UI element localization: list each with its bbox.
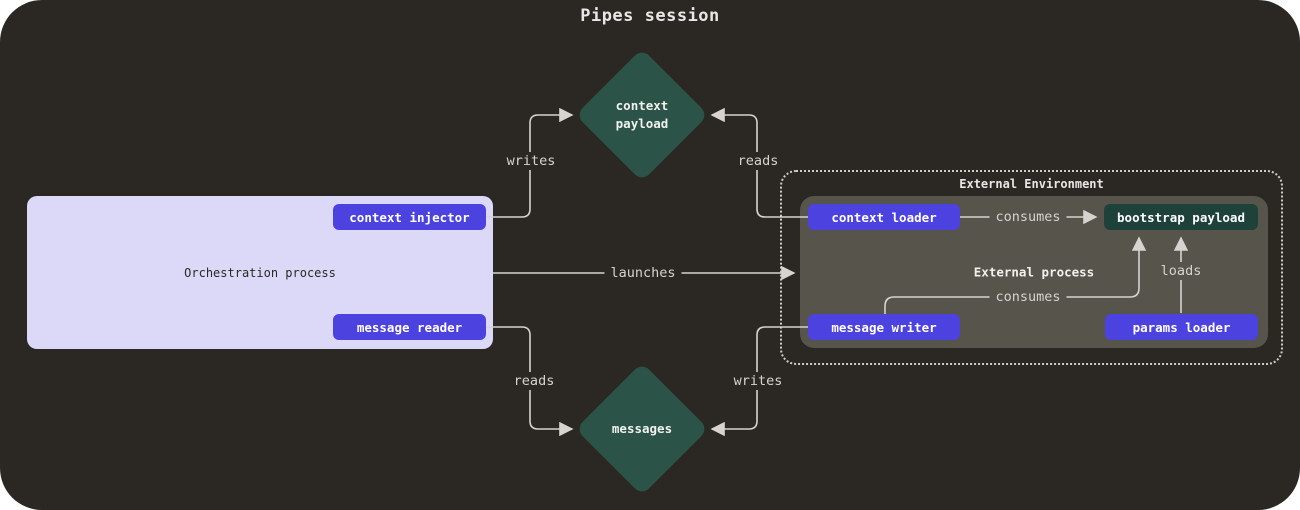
- node-context-injector[interactable]: context injector: [333, 204, 486, 230]
- external-environment-label: External Environment: [959, 177, 1104, 191]
- edge-label-writes-top: writes: [500, 152, 562, 170]
- node-params-loader[interactable]: params loader: [1105, 314, 1258, 340]
- edge-label-writes-bottom: writes: [727, 372, 789, 390]
- node-context-payload-label: context payload: [615, 97, 669, 131]
- edge-label-reads-bottom: reads: [507, 372, 561, 390]
- node-context-loader[interactable]: context loader: [808, 204, 960, 230]
- edge-label-consumes-top: consumes: [989, 208, 1067, 226]
- node-message-writer[interactable]: message writer: [808, 314, 960, 340]
- edge-label-launches: launches: [604, 264, 682, 282]
- diagram-title: Pipes session: [580, 6, 720, 26]
- edge-label-consumes-bottom: consumes: [989, 288, 1067, 306]
- node-messages-label: messages: [611, 420, 673, 436]
- group-external-environment: External Environment: [780, 170, 1283, 365]
- node-message-reader[interactable]: message reader: [333, 314, 486, 340]
- edge-label-loads: loads: [1154, 262, 1208, 280]
- edge-label-reads-top: reads: [731, 152, 785, 170]
- node-bootstrap-payload[interactable]: bootstrap payload: [1104, 204, 1258, 230]
- orchestration-process-label: Orchestration process: [184, 265, 336, 280]
